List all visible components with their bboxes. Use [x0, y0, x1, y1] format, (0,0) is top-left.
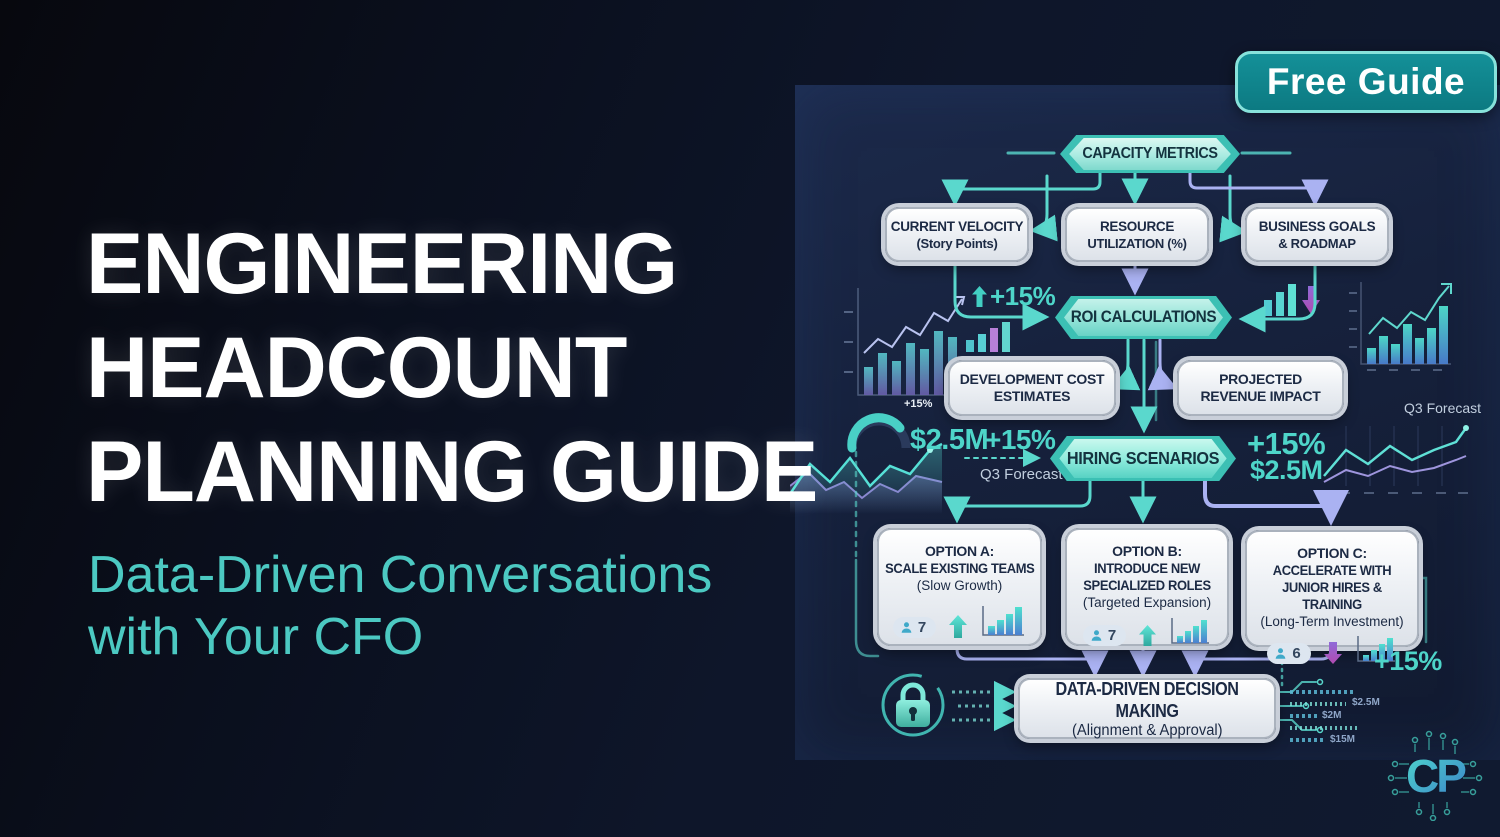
gauge-label: +15%	[904, 398, 933, 410]
option-title: OPTION C:	[1297, 545, 1367, 561]
node-label: PROJECTED	[1219, 371, 1302, 387]
node-sublabel: & ROADMAP	[1278, 235, 1356, 251]
node-label: DEVELOPMENT COST	[959, 371, 1105, 387]
stream-value: $2M	[1322, 710, 1342, 721]
right-amount-label: $2.5M	[1250, 455, 1323, 485]
headcount-value: 6	[1292, 645, 1301, 662]
trend-up-icon	[949, 615, 968, 638]
right-delta-label: +15%	[1247, 426, 1326, 461]
node-sublabel: UTILIZATION (%)	[1087, 235, 1187, 251]
option-title: OPTION A:	[924, 543, 995, 559]
headcount-chip: 7	[892, 617, 937, 638]
decision-sublabel: (Alignment & Approval)	[1071, 721, 1223, 739]
left-forecast-note: Q3 Forecast	[980, 466, 1063, 483]
node-sublabel: REVENUE IMPACT	[1200, 388, 1321, 404]
data-stream-row	[1290, 738, 1326, 742]
up-arrow-icon	[972, 286, 987, 307]
node-label: RESOURCE	[1099, 218, 1175, 234]
node-capacity-metrics-label: CAPACITY METRICS	[1069, 138, 1231, 170]
node-capacity-metrics: CAPACITY METRICS	[1060, 135, 1240, 173]
option-subtitle: (Targeted Expansion)	[1082, 595, 1212, 610]
node-current-velocity: CURRENT VELOCITY (Story Points)	[885, 207, 1029, 262]
node-option-c: OPTION C: ACCELERATE WITH JUNIOR HIRES &…	[1245, 530, 1419, 664]
mini-bar-chart-left	[966, 322, 1010, 352]
node-resource-utilization: RESOURCE UTILIZATION (%)	[1065, 207, 1209, 262]
person-icon	[1275, 648, 1286, 659]
trend-down-icon	[1323, 642, 1342, 664]
option-title: OPTION B:	[1112, 543, 1182, 559]
forecast-area-chart-left	[790, 442, 943, 514]
title-line-2: HEADCOUNT	[86, 320, 627, 416]
person-icon	[901, 622, 912, 633]
title-line-1: ENGINEERING	[86, 216, 678, 312]
node-label: BUSINESS GOALS	[1258, 218, 1376, 234]
brand-monogram: CP	[1406, 750, 1466, 802]
bottom-delta-label: +15%	[1374, 646, 1442, 676]
roi-delta-annotation: +15%	[972, 281, 1056, 312]
option-body: ACCELERATE WITH JUNIOR HIRES & TRAINING	[1272, 563, 1392, 612]
option-body: SCALE EXISTING TEAMS	[884, 561, 1035, 576]
node-projected-revenue: PROJECTED REVENUE IMPACT	[1177, 360, 1344, 416]
right-forecast-note: Q3 Forecast	[1404, 400, 1482, 416]
option-body: INTRODUCE NEW SPECIALIZED ROLES	[1083, 561, 1211, 593]
node-sublabel: (Story Points)	[916, 235, 998, 251]
page-subtitle: Data-Driven Conversations with Your CFO	[88, 544, 712, 668]
left-delta-label: +15%	[985, 424, 1056, 455]
data-stream-row	[1290, 714, 1318, 718]
node-development-cost: DEVELOPMENT COST ESTIMATES	[948, 360, 1116, 416]
option-bar-chart	[982, 606, 1025, 636]
node-roi-label: ROI CALCULATIONS	[1063, 299, 1224, 336]
gauge-chart	[847, 413, 911, 453]
node-sublabel: ESTIMATES	[993, 388, 1071, 404]
roi-delta-label: +15%	[990, 281, 1056, 311]
headcount-value: 7	[917, 619, 927, 636]
lock-icon	[881, 673, 945, 737]
node-business-goals: BUSINESS GOALS & ROADMAP	[1245, 207, 1389, 262]
option-subtitle: (Long-Term Investment)	[1260, 614, 1404, 629]
title-line-3: PLANNING GUIDE	[86, 424, 818, 520]
node-option-a: OPTION A: SCALE EXISTING TEAMS (Slow Gro…	[877, 528, 1042, 646]
subtitle-line-1: Data-Driven Conversations	[88, 546, 713, 604]
growth-bar-chart-right	[1349, 282, 1452, 371]
data-stream-row	[1290, 702, 1346, 706]
trend-up-icon	[1139, 625, 1157, 646]
data-stream-row	[1290, 726, 1360, 730]
node-hiring-label: HIRING SCENARIOS	[1059, 439, 1227, 478]
page-title: ENGINEERING HEADCOUNT PLANNING GUIDE	[86, 212, 818, 524]
node-option-b: OPTION B: INTRODUCE NEW SPECIALIZED ROLE…	[1065, 528, 1229, 646]
option-bar-chart	[1356, 636, 1395, 662]
node-roi-calculations: ROI CALCULATIONS	[1055, 296, 1232, 339]
forecast-line-chart-right	[1323, 425, 1469, 494]
option-subtitle: (Slow Growth)	[916, 578, 1003, 593]
node-hiring-scenarios: HIRING SCENARIOS	[1050, 436, 1236, 481]
node-decision-making: DATA-DRIVEN DECISION MAKING (Alignment &…	[1018, 678, 1276, 739]
stream-value: $15M	[1330, 734, 1356, 745]
left-amount-label: $2.5M	[910, 424, 989, 456]
brand-logo: CP	[1387, 730, 1483, 821]
free-guide-badge-label: Free Guide	[1266, 61, 1466, 102]
headcount-chip: 7	[1082, 625, 1127, 646]
headcount-value: 7	[1107, 627, 1117, 644]
free-guide-badge[interactable]: Free Guide	[1235, 51, 1497, 113]
data-stream-row	[1290, 690, 1356, 694]
person-icon	[1091, 630, 1102, 641]
decision-label: DATA-DRIVEN DECISION MAKING	[1055, 678, 1239, 721]
node-label: CURRENT VELOCITY	[890, 218, 1024, 234]
subtitle-line-2: with Your CFO	[88, 608, 424, 666]
headcount-chip: 6	[1267, 643, 1311, 664]
stream-value: $2.5M	[1352, 697, 1380, 708]
option-bar-chart	[1171, 618, 1210, 644]
